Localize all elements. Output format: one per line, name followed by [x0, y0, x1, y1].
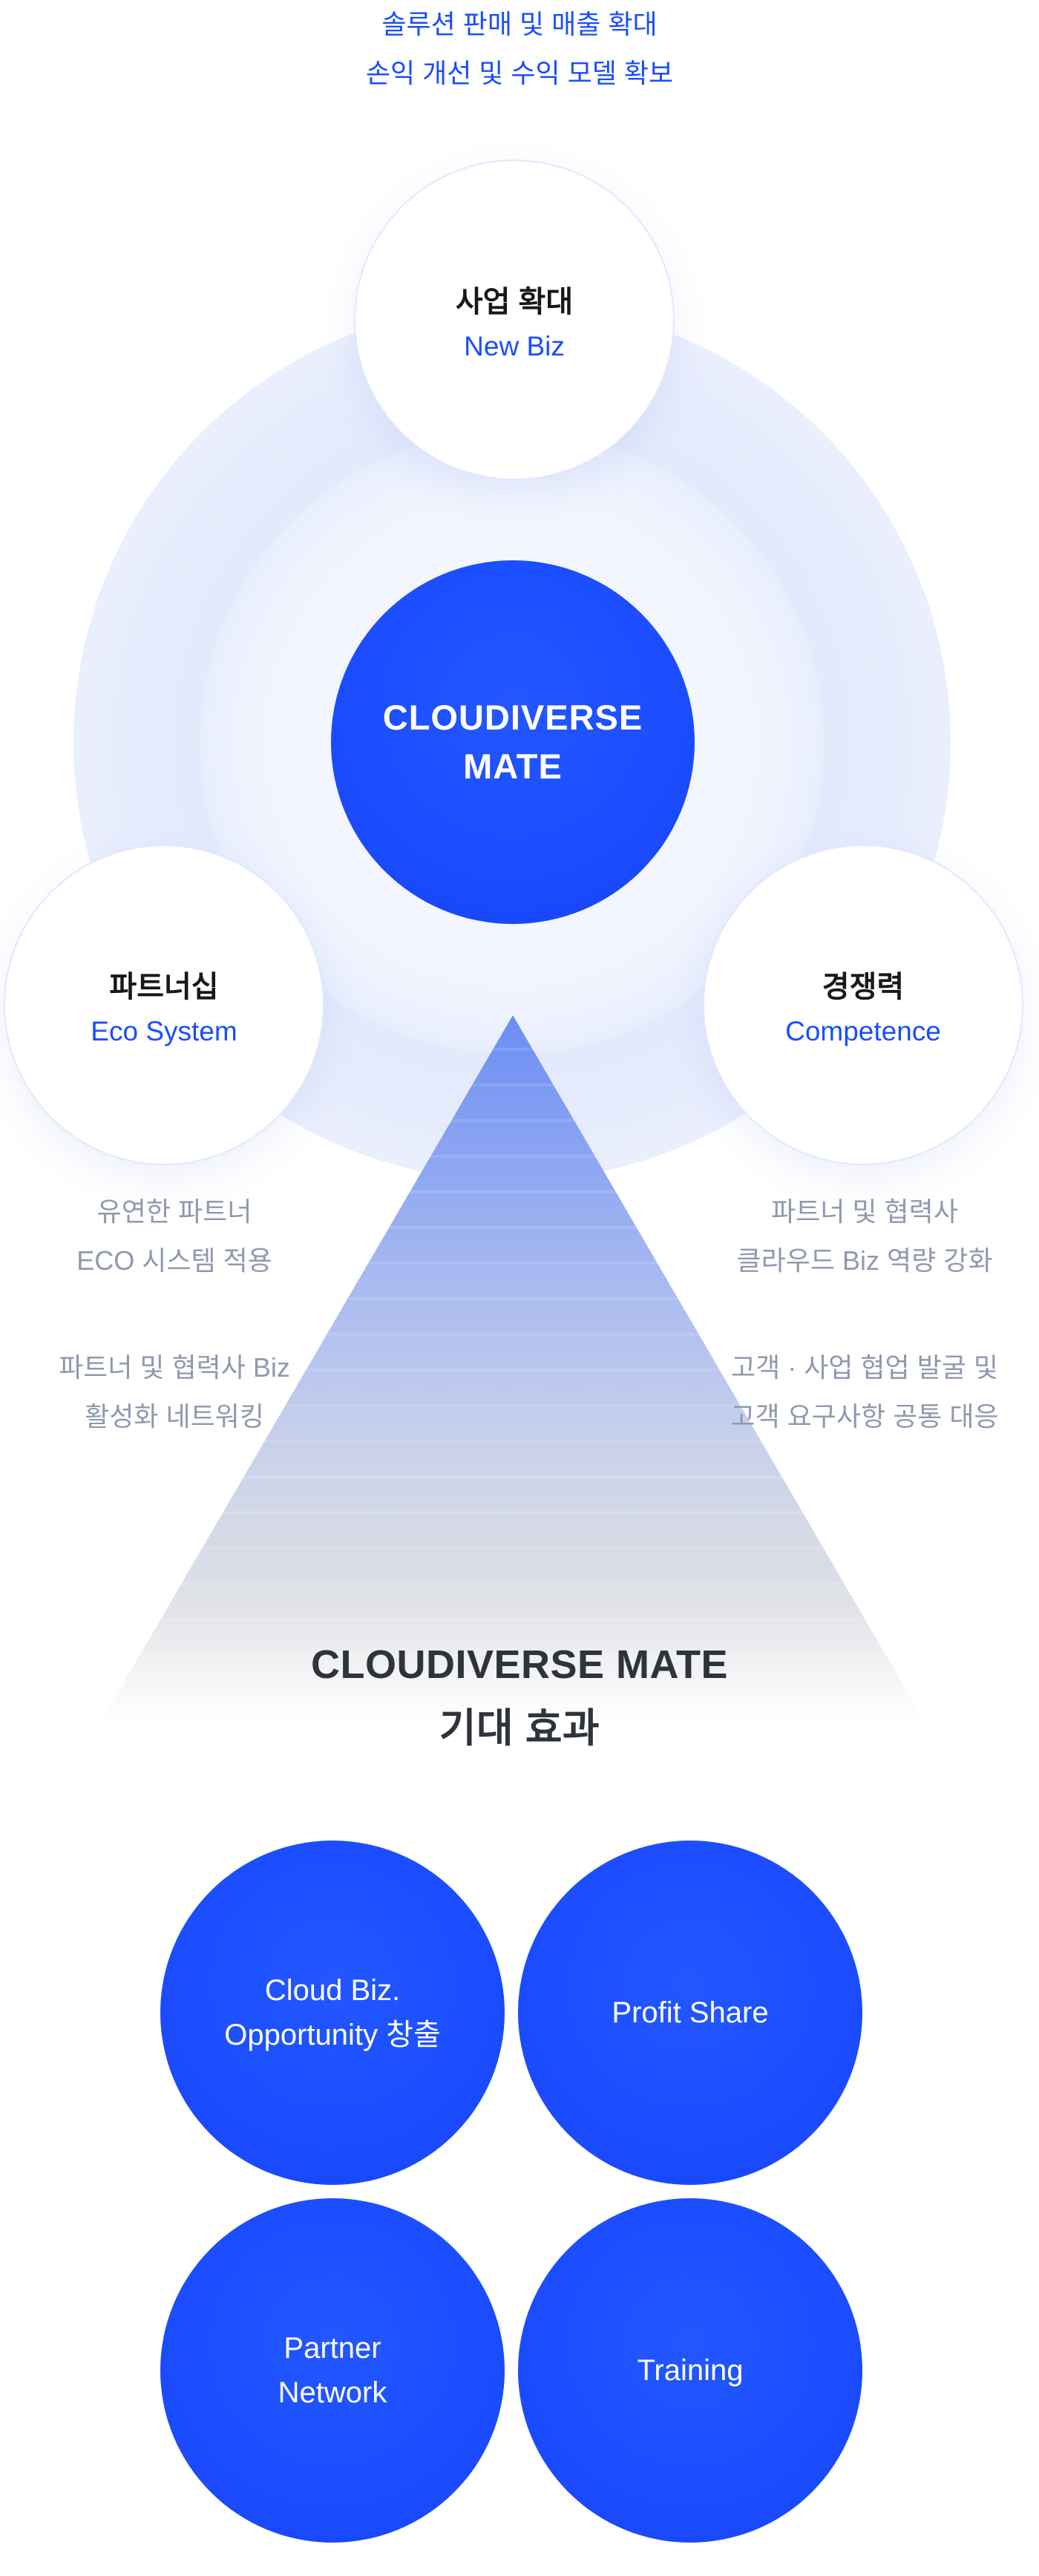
note-block-partner-eco: 유연한 파트너 ECO 시스템 적용: [0, 1187, 349, 1285]
hub-title-line2: MATE: [463, 747, 563, 786]
note-line: ECO 시스템 적용: [76, 1245, 272, 1276]
benefit-label-line: Cloud Biz.: [264, 1974, 401, 2007]
note-line: 활성화 네트워킹: [85, 1401, 264, 1432]
top-summary-line2: 손익 개선 및 수익 모델 확보: [365, 58, 674, 88]
benefit-label-line: Network: [278, 2376, 387, 2409]
satellite-title: 파트너십: [109, 971, 219, 1003]
note-line: 유연한 파트너: [96, 1196, 252, 1227]
benefit-label-line: Opportunity 창출: [224, 2019, 441, 2051]
top-summary-line1: 솔루션 판매 및 매출 확대: [381, 9, 658, 39]
note-line: 클라우드 Biz 역량 강화: [736, 1245, 993, 1276]
hub-circle: CLOUDIVERSE MATE: [331, 560, 695, 924]
note-block-customer-response: 고객 · 사업 협업 발굴 및 고객 요구사항 공통 대응: [690, 1343, 1039, 1441]
note-line: 파트너 및 협력사: [771, 1196, 958, 1227]
benefit-circle-partner-network: Partner Network: [160, 2198, 505, 2543]
satellite-subtitle: Competence: [785, 1016, 941, 1046]
top-summary: 솔루션 판매 및 매출 확대 손익 개선 및 수익 모델 확보: [0, 0, 1039, 98]
expectation-title: CLOUDIVERSE MATE 기대 효과: [0, 1633, 1039, 1760]
note-block-cloud-capability: 파트너 및 협력사 클라우드 Biz 역량 강화: [690, 1187, 1039, 1285]
benefit-label-line: Partner: [283, 2332, 381, 2364]
note-line: 고객 요구사항 공통 대응: [730, 1401, 999, 1432]
benefit-circle-training: Training: [518, 2198, 862, 2543]
benefit-label-line: Profit Share: [612, 1996, 769, 2029]
right-notes: 파트너 및 협력사 클라우드 Biz 역량 강화 고객 · 사업 협업 발굴 및…: [690, 1187, 1039, 1441]
satellite-title: 경쟁력: [822, 971, 905, 1003]
expectation-title-line1: CLOUDIVERSE MATE: [310, 1642, 729, 1687]
note-block-partner-biz: 파트너 및 협력사 Biz 활성화 네트워킹: [0, 1343, 349, 1441]
benefit-circle-profit-share: Profit Share: [518, 1841, 862, 2185]
satellite-title: 사업 확대: [455, 286, 574, 318]
note-line: 고객 · 사업 협업 발굴 및: [730, 1352, 999, 1383]
satellite-circle-new-biz: 사업 확대 New Biz: [354, 160, 675, 480]
benefit-circle-cloud-biz-opportunity: Cloud Biz. Opportunity 창출: [160, 1841, 505, 2185]
expectation-title-line2: 기대 효과: [439, 1706, 600, 1751]
satellite-subtitle: Eco System: [91, 1016, 237, 1046]
satellite-circle-eco-system: 파트너십 Eco System: [4, 845, 324, 1165]
benefit-label-line: Training: [637, 2354, 744, 2387]
hub-title-line1: CLOUDIVERSE: [382, 698, 643, 738]
satellite-subtitle: New Biz: [464, 331, 565, 361]
satellite-circle-competence: 경쟁력 Competence: [703, 845, 1023, 1165]
left-notes: 유연한 파트너 ECO 시스템 적용 파트너 및 협력사 Biz 활성화 네트워…: [0, 1187, 349, 1441]
note-line: 파트너 및 협력사 Biz: [59, 1352, 290, 1383]
